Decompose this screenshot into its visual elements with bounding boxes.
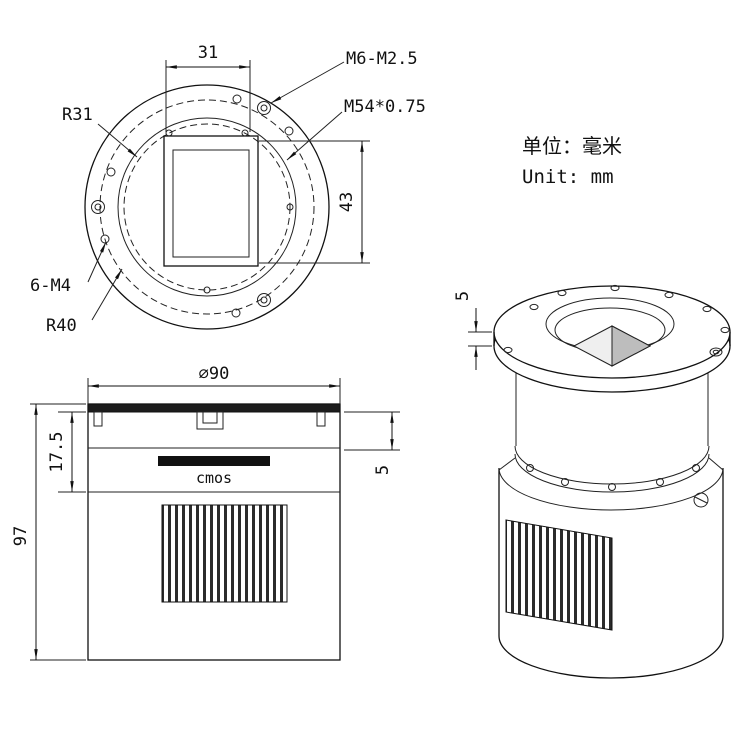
callout-6-m4-label: 6-M4 [30, 276, 71, 296]
dim-31: 31 [165, 43, 251, 132]
body-shoulder-arc [498, 467, 724, 511]
flange-holes [503, 284, 730, 357]
mid-ring-screws [526, 464, 709, 508]
bolt-circle-r31 [123, 123, 291, 291]
side-view: cmos ∅90 17.5 97 5 [11, 364, 400, 661]
heatsink-fins-iso [505, 519, 613, 631]
callout-m6-m2_5-label: M6-M2.5 [346, 49, 418, 69]
dim-17-5: 17.5 [47, 411, 86, 493]
units-label-cn: 单位：毫米 [522, 134, 622, 158]
dim-97-label: 97 [11, 526, 31, 546]
dim-diameter-90-label: ∅90 [199, 364, 230, 384]
units-note: 单位：毫米 Unit: mm [522, 134, 622, 188]
right-notch [316, 411, 326, 427]
dim-17-5-label: 17.5 [47, 432, 67, 473]
units-label-en: Unit: mm [522, 166, 614, 188]
body-bottom-arc [498, 635, 724, 679]
dim-5-side-label: 5 [373, 465, 393, 475]
dim-97: 97 [11, 403, 86, 661]
callout-m6-m2_5: M6-M2.5 [270, 49, 418, 104]
left-notch [93, 411, 103, 427]
dim-diameter-90: ∅90 [87, 364, 341, 404]
center-tab [196, 411, 224, 430]
cmos-window-bar [158, 456, 270, 466]
dim-5-side: 5 [344, 411, 400, 475]
callout-6-m4: 6-M4 [30, 241, 107, 296]
side-screw [693, 492, 709, 508]
callout-r31: R31 [62, 105, 138, 158]
sensor-window-outer [163, 135, 259, 267]
sensor-window-inner [172, 149, 250, 258]
thread-circle-m54 [117, 117, 297, 297]
dim-5-iso-label: 5 [453, 291, 473, 301]
callout-m54-label: M54*0.75 [344, 97, 426, 117]
callout-r31-label: R31 [62, 105, 93, 125]
dim-31-label: 31 [198, 43, 218, 63]
screw-holes-outer [91, 94, 294, 318]
heatsink-fins [161, 504, 288, 603]
dim-5-iso: 5 [453, 291, 492, 370]
sensor-prism-shade [611, 325, 652, 367]
dim-43: 43 [259, 140, 370, 264]
screw-holes-inner [165, 129, 294, 294]
bolt-circle-r40 [99, 99, 315, 315]
top-flange-strip [87, 403, 341, 413]
front-view: 31 43 M6-M2.5 M54*0.75 R31 6-M4 [30, 43, 426, 336]
outer-body-circle [84, 84, 330, 330]
center-tab-inner [202, 411, 218, 424]
callout-r40-label: R40 [46, 316, 77, 336]
callout-r40: R40 [46, 268, 123, 336]
dim-43-label: 43 [337, 192, 357, 212]
cmos-label: cmos [196, 469, 232, 487]
iso-view: 5 [453, 284, 731, 679]
callout-m54: M54*0.75 [286, 97, 426, 161]
